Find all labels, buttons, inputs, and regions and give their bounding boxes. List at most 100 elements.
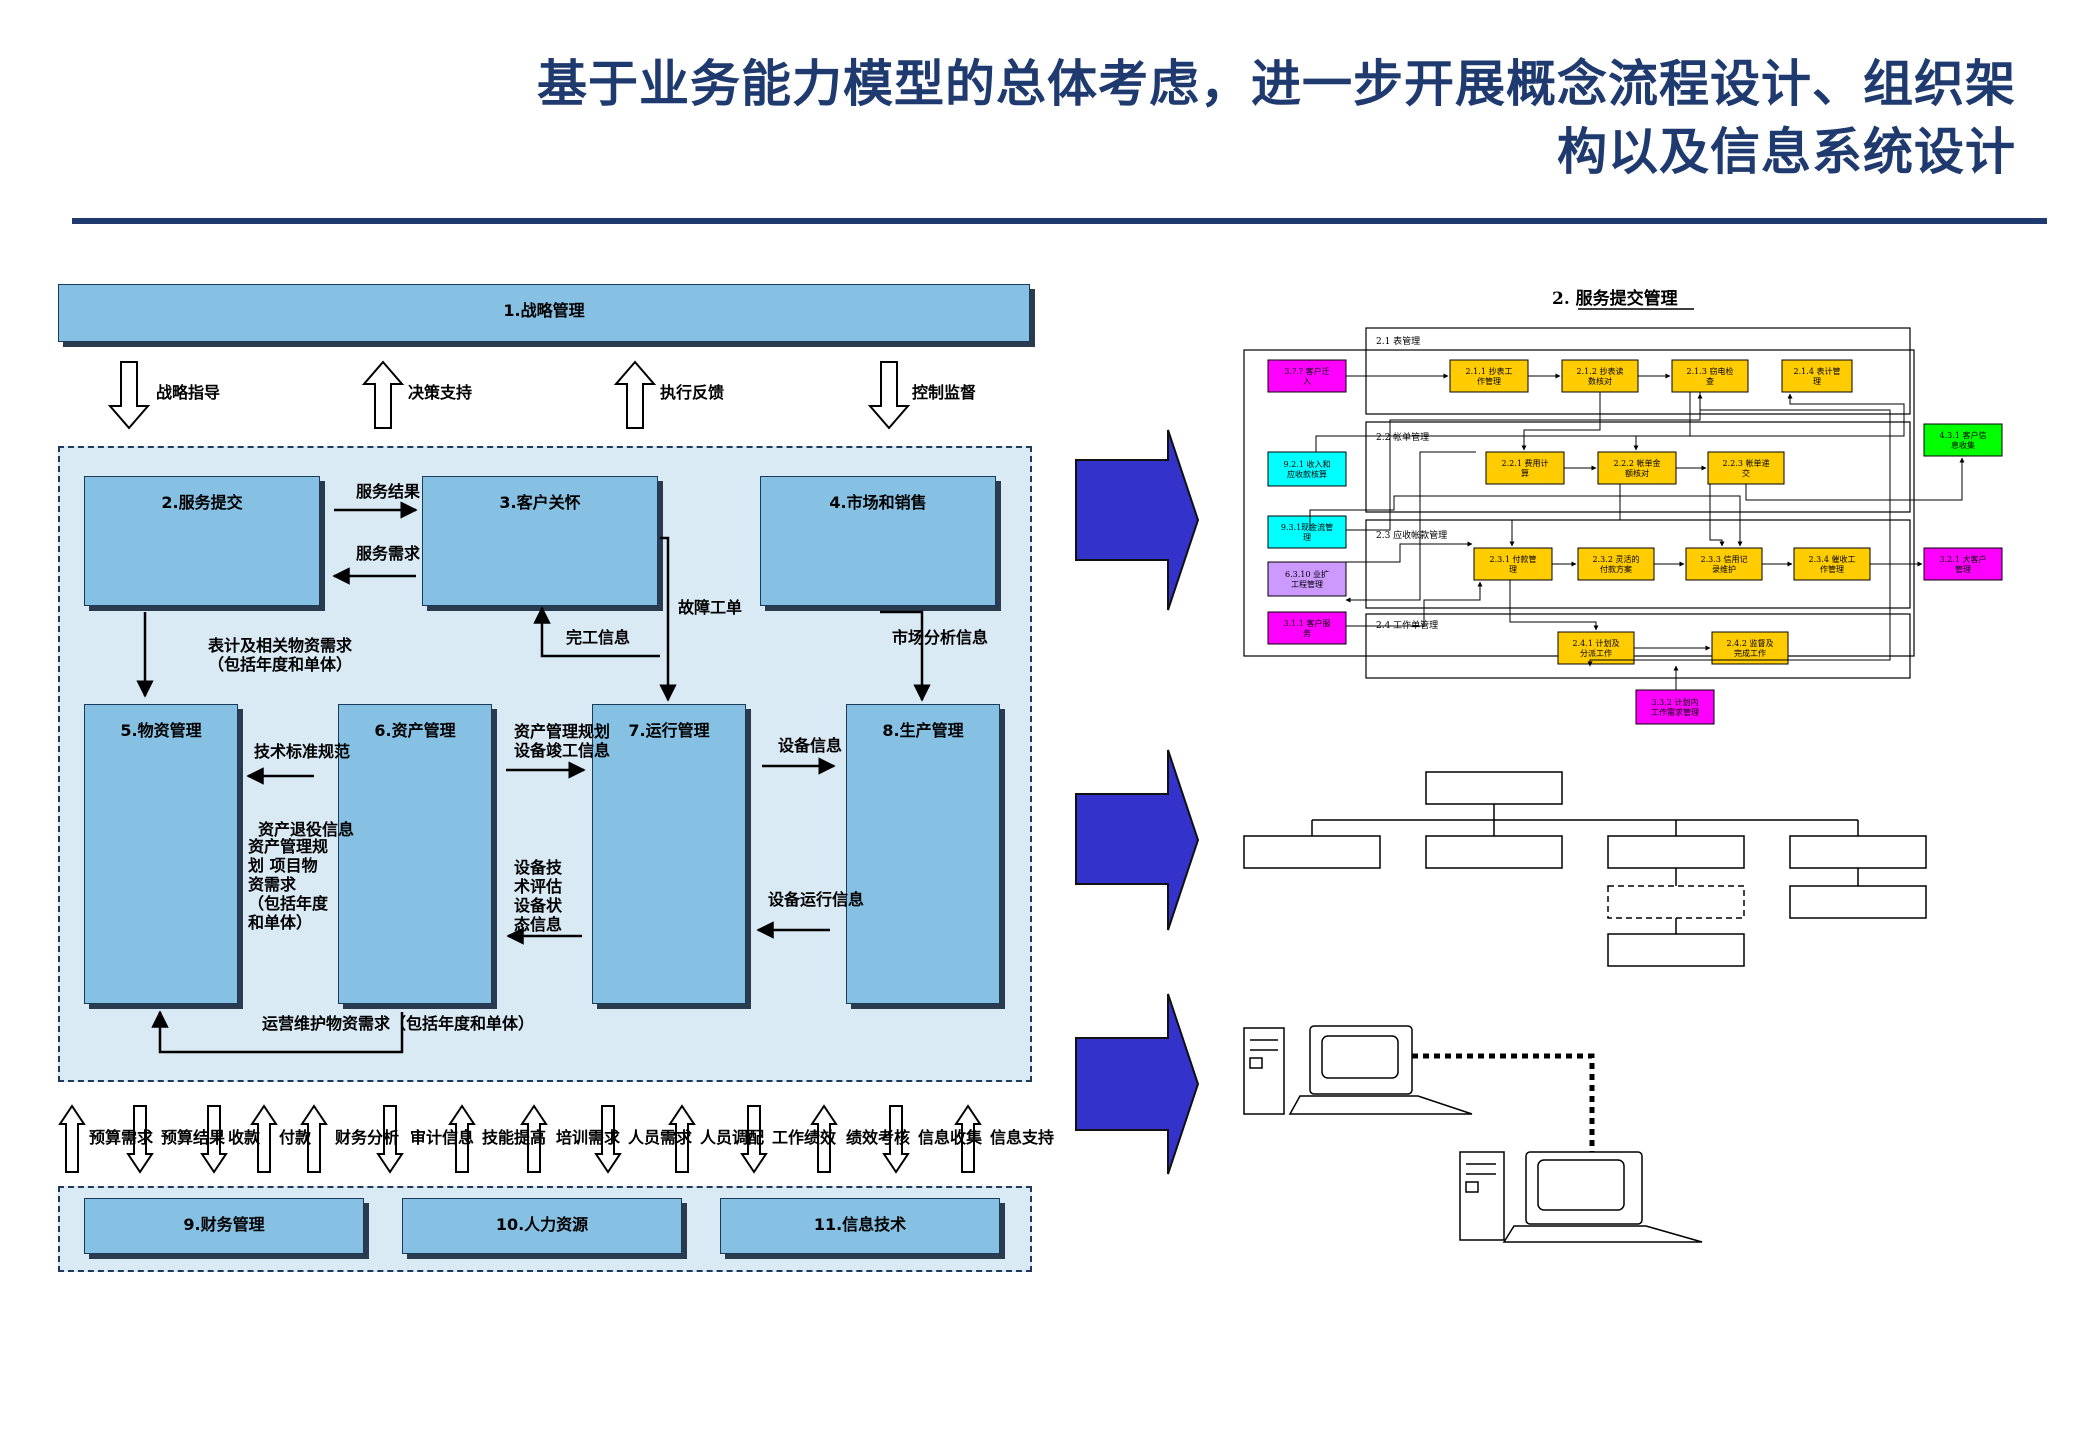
label-training-demand: 培训需求 — [556, 1128, 621, 1147]
label-completion-info: 完工信息 — [566, 628, 631, 647]
down-hollow-arrow — [740, 1105, 768, 1174]
external-label: 9.3.1现金流管理 — [1281, 522, 1333, 542]
label-work-performance: 工作绩效 — [772, 1128, 837, 1147]
process-label: 2.3.1 付款管理 — [1490, 554, 1537, 574]
org-node — [1607, 835, 1745, 869]
process-2-2-3 — [1707, 451, 1785, 485]
up-hollow-arrow — [810, 1104, 838, 1173]
group-2-1 — [1365, 327, 1911, 415]
box-label: 2.服务提交 — [161, 493, 243, 512]
up-hollow-arrow — [448, 1104, 476, 1173]
process-label: 2.1.3 窃电检查 — [1687, 366, 1734, 386]
down-hollow-arrow — [882, 1105, 910, 1174]
external-label: 3.3.2 计划内工作需求管理 — [1651, 697, 1699, 717]
process-label: 2.1.1 抄表工作管理 — [1466, 366, 1513, 386]
external-label: 9.2.1 收入和应收款核算 — [1284, 459, 1331, 479]
title-line-2: 构以及信息系统设计 — [1557, 123, 2016, 181]
label-market-analysis: 市场分析信息 — [892, 628, 989, 647]
process-label: 2.2.1 费用计算 — [1502, 458, 1549, 478]
box-label: 5.物资管理 — [120, 721, 202, 740]
label-device-eval: 设备技术评估设备状态信息 — [514, 858, 563, 934]
svg-text:2.4 工作单管理: 2.4 工作单管理 — [1376, 619, 1438, 631]
svg-text:2.1 表管理: 2.1 表管理 — [1376, 335, 1420, 347]
svg-text:2.3 应收帐款管理: 2.3 应收帐款管理 — [1376, 529, 1447, 541]
label-asset-plan-project: 资产管理规划 项目物资需求 （包括年度和单体） — [248, 837, 329, 932]
process-2-3-2 — [1577, 547, 1655, 581]
label-skill-improve: 技能提高 — [482, 1128, 547, 1147]
box-label: 7.运行管理 — [628, 721, 710, 740]
box-customer-care: 3.客户关怀 — [422, 476, 658, 606]
process-2-2-1 — [1485, 451, 1565, 485]
box-label: 1.战略管理 — [503, 301, 585, 320]
box-service-delivery: 2.服务提交 — [84, 476, 320, 606]
box-label: 9.财务管理 — [183, 1215, 265, 1234]
process-2-3-1 — [1473, 547, 1553, 581]
box-operation-management: 7.运行管理 — [592, 704, 746, 1004]
box-label: 3.客户关怀 — [499, 493, 581, 512]
process-2-1-2 — [1561, 359, 1639, 393]
box-human-resources: 10.人力资源 — [402, 1198, 682, 1254]
page-title: 基于业务能力模型的总体考虑，进一步开展概念流程设计、组织架 构以及信息系统设计 — [316, 50, 2016, 186]
box-strategy-management: 1.战略管理 — [58, 284, 1030, 342]
label-line: 表计及相关物资需求 — [207, 636, 352, 655]
title-line-1: 基于业务能力模型的总体考虑，进一步开展概念流程设计、组织架 — [537, 55, 2016, 113]
process-label: 2.1.2 抄表读数核对 — [1577, 366, 1624, 386]
group-2-4 — [1365, 613, 1911, 679]
external-expansion-project — [1267, 561, 1347, 597]
org-node — [1607, 933, 1745, 967]
computer-icon — [1243, 1025, 1473, 1115]
process-2-2-2 — [1597, 451, 1677, 485]
org-node — [1243, 835, 1381, 869]
external-label: 3.1.1 客户服务 — [1284, 618, 1331, 638]
down-hollow-arrow — [107, 361, 151, 430]
label-service-result: 服务结果 — [356, 482, 421, 501]
box-material-management: 5.物资管理 — [84, 704, 238, 1004]
process-label: 2.1.4 表计管理 — [1794, 366, 1841, 386]
computer-icon — [1459, 1151, 1703, 1243]
label-info-collection: 信息收集 — [918, 1128, 983, 1147]
label-fault-ticket: 故障工单 — [678, 598, 743, 617]
up-hollow-arrow — [520, 1104, 548, 1173]
external-label: 3.?.? 客户迁入 — [1284, 366, 1329, 386]
group-2-2 — [1365, 421, 1911, 513]
box-market-sales: 4.市场和销售 — [760, 476, 996, 606]
box-label: 6.资产管理 — [374, 721, 456, 740]
label-budget-demand: 预算需求 — [89, 1128, 154, 1147]
external-customer-info-collection — [1923, 423, 2003, 457]
up-hollow-arrow — [361, 360, 405, 429]
label-tech-spec: 技术标准规范 — [254, 742, 351, 761]
down-hollow-arrow — [376, 1105, 404, 1174]
up-hollow-arrow — [300, 1104, 328, 1173]
org-node — [1425, 835, 1563, 869]
label-staff-allocation: 人员调配 — [700, 1128, 765, 1147]
down-hollow-arrow — [126, 1105, 154, 1174]
label-audit-info: 审计信息 — [410, 1128, 475, 1147]
box-label: 11.信息技术 — [813, 1215, 907, 1234]
process-2-1-1 — [1449, 359, 1529, 393]
label-strategy-guidance: 战略指导 — [156, 383, 221, 402]
external-customer-service — [1267, 611, 1347, 645]
label-finance-analysis: 财务分析 — [335, 1128, 400, 1147]
label-maintenance-material: 运营维护物资需求（包括年度和单体） — [262, 1014, 535, 1033]
box-finance-management: 9.财务管理 — [84, 1198, 364, 1254]
big-right-arrow — [1075, 749, 1200, 931]
big-right-arrow — [1075, 429, 1200, 611]
process-2-1-3 — [1671, 359, 1749, 393]
box-label: 8.生产管理 — [882, 721, 964, 740]
label-receipt: 收款 — [228, 1128, 261, 1147]
down-hollow-arrow — [594, 1105, 622, 1174]
process-label: 2.3.2 灵活的付款方案 — [1593, 554, 1640, 574]
down-hollow-arrow — [867, 361, 911, 430]
label-device-info: 设备信息 — [778, 736, 843, 755]
external-label: 3.2.1 大客户管理 — [1940, 554, 1987, 574]
label-info-support: 信息支持 — [990, 1128, 1055, 1147]
external-cash-flow — [1267, 515, 1347, 549]
up-hollow-arrow — [668, 1104, 696, 1173]
process-label: 2.4.2 监督及完成工作 — [1727, 638, 1774, 658]
external-customer-move-in — [1267, 359, 1347, 393]
external-label: 4.3.1 客户信息收集 — [1940, 430, 1987, 450]
external-label: 6.3.10 业扩工程管理 — [1285, 569, 1329, 589]
